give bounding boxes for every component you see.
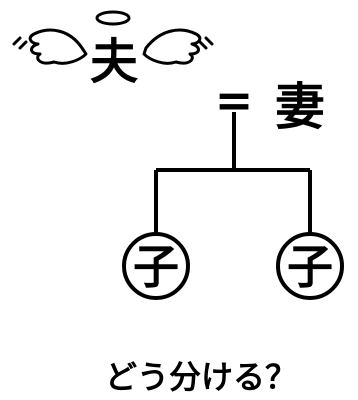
wing-tip-left-icon	[12, 36, 28, 50]
child-1-label: 子	[133, 240, 179, 294]
wing-tip-right-icon	[198, 36, 214, 50]
halo-icon	[95, 10, 131, 26]
child-2-label: 子	[287, 240, 333, 294]
child-1-circle	[122, 232, 190, 300]
question-text: どう分ける？	[105, 358, 298, 396]
angel-halo-wings-icon	[12, 10, 214, 65]
child-node-1: 子	[122, 232, 190, 300]
wife-label: 妻	[275, 78, 325, 136]
left-wing-icon	[28, 28, 88, 65]
tree-lines	[154, 112, 312, 234]
child-node-2: 子	[276, 232, 344, 300]
child-2-circle	[276, 232, 344, 300]
right-wing-icon	[142, 28, 202, 65]
husband-label: 夫	[90, 34, 139, 90]
